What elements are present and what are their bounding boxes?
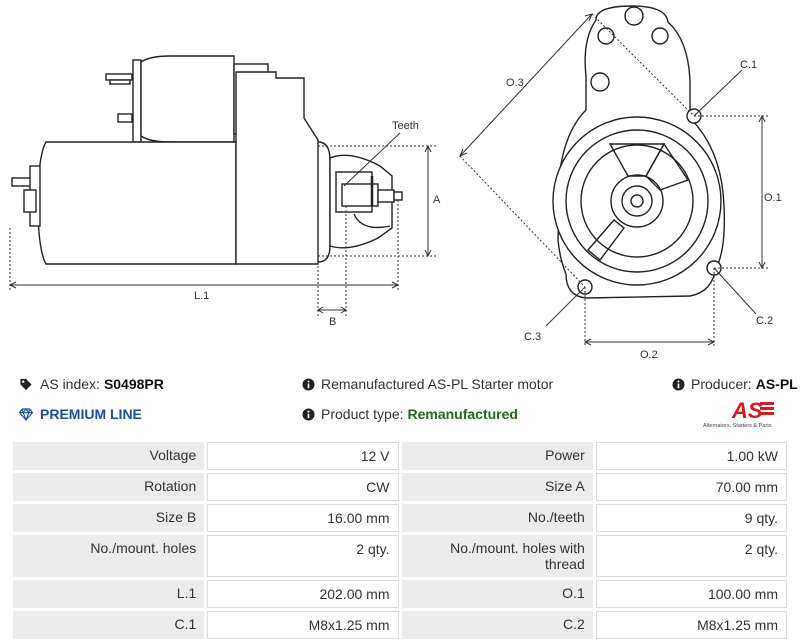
spec-value: 12 V [207,442,399,470]
product-type: Product type: Remanufactured [302,406,518,422]
table-row: No./mount. holes 2 qty. No./mount. holes… [13,535,787,577]
producer: Producer: AS-PL [672,376,798,392]
table-row: C.1 M8x1.25 mm C.2 M8x1.25 mm [13,611,787,639]
spec-label: L.1 [13,580,205,608]
product-type-value: Remanufactured [407,406,518,422]
table-row: Voltage 12 V Power 1.00 kW [13,442,787,470]
side-view-dimensions [8,132,436,316]
spec-label: Size B [13,504,205,532]
diamond-icon [18,407,34,421]
spec-value: CW [207,473,399,501]
info-icon [302,407,315,421]
spec-value: M8x1.25 mm [207,611,399,639]
spec-label: No./mount. holes [13,535,205,577]
svg-text:AS: AS [731,398,763,423]
end-view-dimensions [459,13,768,346]
product-description: Remanufactured AS-PL Starter motor [302,376,553,392]
spec-label: Rotation [13,473,205,501]
starter-side-view [11,55,403,265]
spec-value: 70.00 mm [595,473,787,501]
technical-drawing: Teeth A B L.1 O.1 O.2 O.3 C.1 C.2 C.3 [8,5,782,360]
spec-value: 1.00 kW [595,442,787,470]
as-index-value: S0498PR [103,376,164,392]
teeth-label: Teeth [392,120,419,132]
spec-value: 2 qty. [207,535,399,577]
info-icon [672,377,685,391]
svg-text:Alternators, Starters & Parts: Alternators, Starters & Parts [703,423,772,429]
premium-line: PREMIUM LINE [18,406,142,422]
spec-value: M8x1.25 mm [595,611,787,639]
dim-b-label: B [329,316,336,328]
spec-value: 202.00 mm [207,580,399,608]
spec-label: No./teeth [401,504,593,532]
spec-label: Power [401,442,593,470]
producer-value: AS-PL [755,376,798,392]
spec-value: 9 qty. [595,504,787,532]
dim-c1-label: C.1 [740,59,757,71]
dim-o3-label: O.3 [506,77,524,89]
spec-value: 16.00 mm [207,504,399,532]
info-icon [302,377,315,391]
table-row: Rotation CW Size A 70.00 mm [13,473,787,501]
spec-label: Voltage [13,442,205,470]
spec-value: 2 qty. [595,535,787,577]
spec-value: 100.00 mm [595,580,787,608]
as-pl-logo: AS Alternators, Starters & Parts [703,398,774,429]
specs-table: Voltage 12 V Power 1.00 kW Rotation CW S… [10,439,790,642]
tag-icon [20,378,32,390]
table-row: L.1 202.00 mm O.1 100.00 mm [13,580,787,608]
starter-end-view [552,5,726,299]
spec-label: Size A [401,473,593,501]
dim-a-label: A [433,194,441,206]
spec-label: No./mount. holes with thread [401,535,593,577]
dim-o1-label: O.1 [764,192,782,204]
dim-o2-label: O.2 [640,349,658,360]
dim-c2-label: C.2 [756,315,773,327]
spec-label: O.1 [401,580,593,608]
as-index: AS index: S0498PR [18,376,164,392]
spec-label: C.2 [401,611,593,639]
spec-label: C.1 [13,611,205,639]
dim-c3-label: C.3 [524,331,541,343]
dim-l1-label: L.1 [194,290,209,302]
table-row: Size B 16.00 mm No./teeth 9 qty. [13,504,787,532]
